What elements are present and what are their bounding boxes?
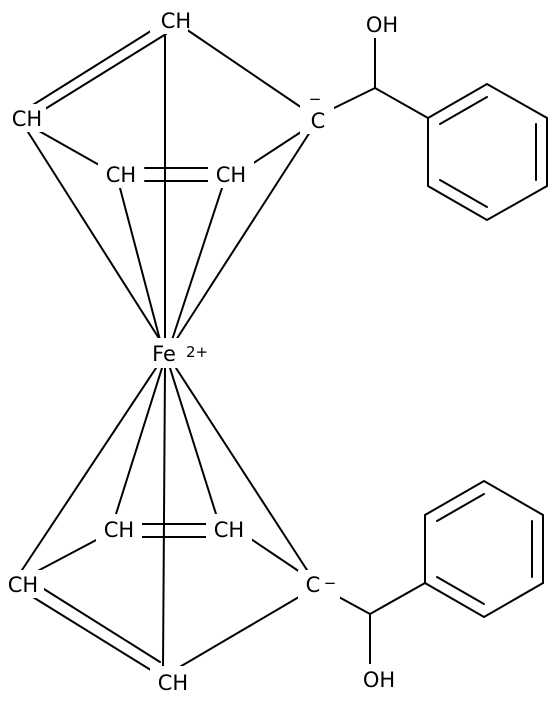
upper-phenyl-double-1	[439, 96, 488, 125]
lower-carbanion-charge: −	[324, 574, 337, 592]
bond-lower-bottom-carbanion	[177, 593, 305, 669]
bond-fe-upper-left	[27, 131, 161, 341]
bond-lower-innerright-carbanion	[247, 536, 301, 573]
bond-fe-lower-carbanion	[175, 367, 308, 571]
upper-ring-left-ch: CH	[12, 107, 42, 131]
lower-ring-bottom-ch: CH	[158, 671, 188, 695]
bond-lower-methine-phenyl	[369, 582, 426, 615]
upper-phenyl-double-3	[439, 179, 488, 208]
bond-fe-upper-innerleft	[119, 187, 161, 341]
upper-ring-inner-right-ch: CH	[216, 163, 246, 187]
label-background-layer	[0, 6, 404, 696]
bond-upper-top-left-double-b	[36, 33, 167, 115]
upper-carbanion-charge: −	[309, 90, 322, 108]
lower-ring-inner-left-ch: CH	[104, 518, 134, 542]
lower-phenyl-ring	[424, 479, 544, 619]
iron-center-charge: 2+	[186, 343, 208, 361]
bond-layer	[21, 23, 548, 673]
lower-ring-left-ch: CH	[8, 573, 38, 597]
upper-phenyl-ring	[427, 82, 548, 222]
bond-upper-innerright-carbanion	[251, 129, 305, 165]
bond-upper-methine-phenyl	[374, 87, 429, 119]
bond-upper-top-left-double-a	[27, 23, 163, 109]
bond-lower-left-bottom-double-a	[27, 593, 155, 673]
bond-lower-innerleft-left	[31, 537, 101, 575]
lower-phenyl-double-3	[436, 576, 485, 605]
upper-hydroxyl-oh: OH	[366, 13, 398, 37]
lower-phenyl-double-1	[436, 493, 485, 522]
bond-fe-lower-innerright	[169, 367, 217, 515]
iron-center-symbol: Fe	[152, 342, 176, 366]
upper-ring-top-ch: CH	[161, 9, 191, 33]
bond-fe-lower-bottom	[162, 367, 166, 669]
bond-upper-carbanion-methine	[329, 87, 376, 111]
bond-lower-left-bottom-double-b	[35, 583, 161, 663]
lower-ring-inner-right-ch: CH	[214, 518, 244, 542]
bond-fe-lower-innerleft	[115, 367, 163, 515]
upper-carbanion-c: C	[311, 109, 326, 133]
atom-label-layer: CH CH CH CH C − OH Fe 2+ CH CH CH CH C −…	[8, 9, 398, 695]
bond-fe-upper-innerright	[171, 187, 223, 341]
lower-carbanion-c: C	[306, 573, 321, 597]
lower-hydroxyl-oh: OH	[363, 668, 395, 692]
bond-upper-top-carbanion	[179, 24, 309, 113]
bond-fe-upper-carbanion	[175, 131, 311, 341]
bond-upper-left-innerleft	[31, 126, 109, 171]
upper-ring-inner-left-ch: CH	[106, 163, 136, 187]
bond-fe-lower-left	[21, 367, 157, 571]
